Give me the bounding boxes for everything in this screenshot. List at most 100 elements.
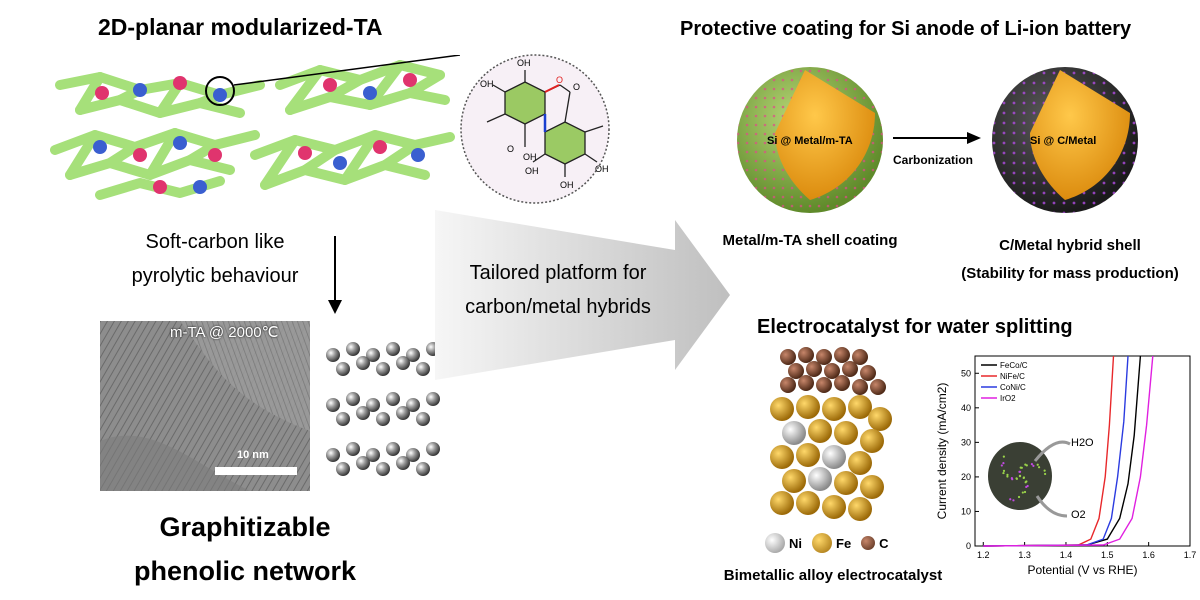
ellagic-acid-molecule-diagram: OH OH O O O OH OH OH OH: [460, 54, 610, 204]
inset-particle-dot: [1002, 455, 1005, 458]
alloy-legend: Ni Fe C: [765, 533, 889, 553]
green-shell-sphere: [737, 67, 883, 213]
inset-particle-dot: [1024, 481, 1027, 484]
series-line-iro2: [983, 355, 1154, 547]
x-axis-label: Potential (V vs RHE): [1027, 563, 1137, 577]
inset-particle-dot: [1002, 469, 1006, 472]
y-axis-label: Current density (mA/cm2): [935, 383, 949, 520]
inset-particle-dot: [1030, 463, 1034, 466]
si-anode-title: Protective coating for Si anode of Li-io…: [680, 18, 1132, 40]
scale-bar-label: 10 nm: [237, 449, 269, 461]
inset-particle-dot: [1002, 471, 1005, 475]
molecule-oh-label: OH: [595, 164, 609, 174]
y-tick-label: 20: [961, 472, 971, 482]
inset-particle-dot: [1015, 477, 1018, 480]
platform-line-1: Tailored platform for: [469, 262, 647, 284]
carbonization-label: Carbonization: [893, 153, 973, 167]
inset-particle-dot: [1025, 464, 1028, 467]
molecule-o-label: O: [556, 75, 563, 85]
o2-label: O2: [1071, 509, 1086, 521]
x-tick-label: 1.4: [1060, 550, 1073, 560]
inset-particle-dot: [1006, 475, 1009, 478]
legend-fe: Fe: [836, 535, 852, 551]
x-tick-label: 1.5: [1101, 550, 1114, 560]
sphere-1-label: Si @ Metal/m-TA: [767, 135, 853, 147]
inset-particle-dot: [1025, 485, 1028, 489]
pyrolysis-line-1: Soft-carbon like: [145, 231, 285, 253]
molecule-oh-label: OH: [525, 166, 539, 176]
x-tick-label: 1.2: [977, 550, 990, 560]
x-tick-label: 1.7: [1184, 550, 1197, 560]
modularized-ta-framework-illustration: [50, 55, 460, 200]
hybrid-shell-line-2: (Stability for mass production): [961, 265, 1179, 282]
plot-frame: [974, 355, 1191, 547]
inset-particle-dot: [1018, 470, 1022, 473]
molecule-oh-label: OH: [480, 79, 494, 89]
inset-particle-dot: [1009, 498, 1012, 501]
molecule-cooh-o-label: O: [507, 144, 514, 154]
pyrolysis-text: Soft-carbon like pyrolytic behaviour: [100, 225, 330, 293]
dark-shell-sphere: [992, 67, 1138, 213]
molecule-title: 2D-planar modularized-TA: [98, 14, 383, 40]
y-tick-label: 0: [966, 541, 971, 551]
inset-particle-dot: [1017, 495, 1021, 499]
inset-particle-dot: [1022, 476, 1025, 480]
inset-particle-dot: [1002, 462, 1005, 465]
electrocatalyst-title: Electrocatalyst for water splitting: [757, 316, 1073, 338]
hybrid-shell-caption: C/Metal hybrid shell (Stability for mass…: [940, 232, 1200, 288]
inset-particle-dot: [1018, 474, 1022, 478]
legend-label: FeCo/C: [1000, 361, 1028, 370]
big-arrow-icon: [435, 210, 730, 380]
x-tick-label: 1.6: [1142, 550, 1155, 560]
legend-ni: Ni: [789, 535, 802, 551]
inset-particle-dot: [1000, 464, 1003, 467]
pyrolysis-line-2: pyrolytic behaviour: [131, 265, 299, 287]
hybrid-shell-line-1: C/Metal hybrid shell: [999, 237, 1141, 254]
alloy-crystal-illustration: [770, 347, 892, 521]
o2-arrow: [1035, 495, 1068, 518]
inset-particle-dot: [1044, 472, 1047, 476]
ni-atom-icon: [765, 533, 785, 553]
inset-particle-dot: [1036, 463, 1039, 466]
alloy-caption: Bimetallic alloy electrocatalyst: [723, 567, 943, 584]
y-tick-label: 40: [961, 403, 971, 413]
h2o-label: H2O: [1071, 437, 1094, 449]
graphitizable-line-1: Graphitizable: [159, 512, 331, 542]
y-tick-label: 30: [961, 437, 971, 447]
y-tick-label: 10: [961, 506, 971, 516]
legend-label: IrO2: [1000, 394, 1016, 403]
molecule-oh-label: OH: [560, 180, 574, 190]
platform-line-2: carbon/metal hybrids: [465, 296, 651, 318]
platform-text: Tailored platform for carbon/metal hybri…: [438, 256, 678, 324]
shell-coating-caption: Metal/m-TA shell coating: [722, 232, 898, 249]
molecule-carbonyl-o-label: O: [573, 82, 580, 92]
graphitic-layers-illustration: [326, 342, 440, 476]
inset-particle-dot: [1032, 464, 1035, 467]
x-tick-label: 1.3: [1018, 550, 1031, 560]
graphitizable-line-2: phenolic network: [133, 556, 357, 586]
inset-particle-dot: [1043, 469, 1046, 472]
inset-particle-dot: [1012, 499, 1015, 502]
fe-atom-icon: [812, 533, 832, 553]
sphere-2-label: Si @ C/Metal: [1030, 135, 1097, 147]
inset-particle-dot: [1037, 466, 1041, 469]
inset-particle-dot: [1021, 491, 1024, 494]
down-arrow-icon: [328, 236, 342, 314]
inset-particle-dot: [1020, 466, 1023, 469]
right-arrow-icon: [893, 132, 981, 144]
c-atom-icon: [861, 536, 876, 550]
legend-label: CoNi/C: [1000, 383, 1026, 392]
graphitizable-network-title: Graphitizable phenolic network: [110, 505, 380, 593]
legend-c: C: [879, 535, 889, 551]
y-tick-label: 50: [961, 368, 971, 378]
molecule-oh-label: OH: [517, 58, 531, 68]
tem-micrograph: [100, 321, 310, 491]
inset-particle-dot: [1023, 490, 1027, 494]
molecule-cooh-oh-label: OH: [523, 152, 537, 162]
inset-particle-dot: [1006, 473, 1009, 476]
tem-label: m-TA @ 2000℃: [170, 324, 279, 341]
inset-particle-dot: [1010, 477, 1013, 480]
legend-label: NiFe/C: [1000, 372, 1025, 381]
h2o-arrow: [1033, 440, 1071, 462]
